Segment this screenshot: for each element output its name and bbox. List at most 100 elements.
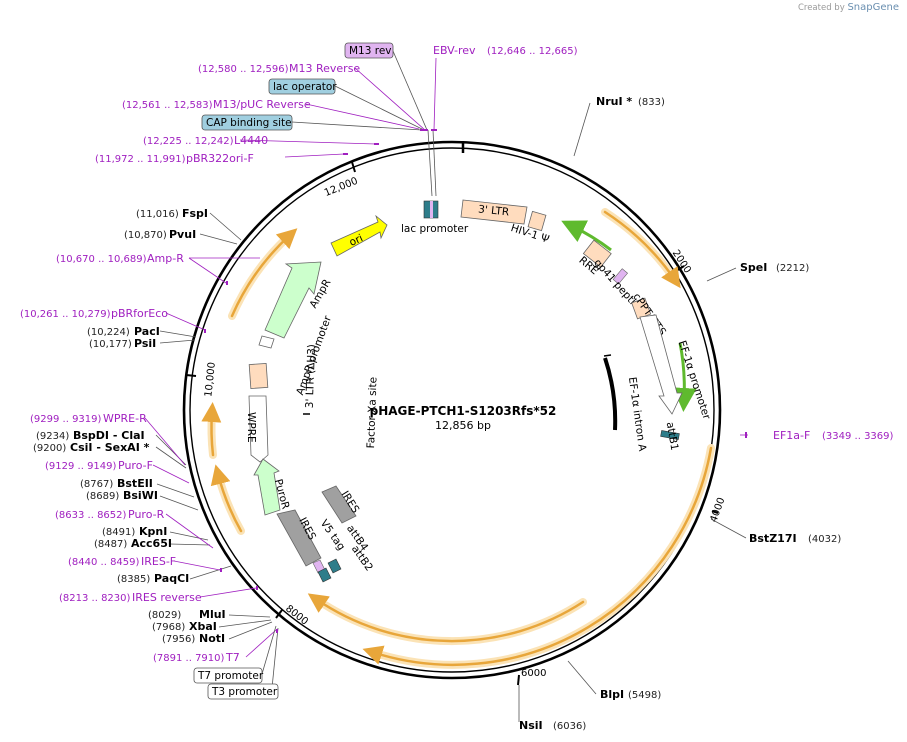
feature-ires-left: IRES <box>276 509 322 567</box>
svg-text:(7956): (7956) <box>162 634 195 645</box>
svg-text:(8029): (8029) <box>148 610 181 621</box>
svg-text:WPRE: WPRE <box>245 412 257 443</box>
site-blpi: BlpI(5498) <box>600 688 661 701</box>
feature-arrows-outer <box>201 208 715 669</box>
svg-text:BstZ17I: BstZ17I <box>749 532 797 545</box>
primer-wpre-r: WPRE-R(9299 .. 9319) <box>30 412 147 425</box>
svg-text:(11,972 .. 11,991): (11,972 .. 11,991) <box>95 154 186 165</box>
feature-v5-attb: V5 tag attB4 attB2 <box>312 518 375 583</box>
svg-text:T3 promoter: T3 promoter <box>211 686 278 698</box>
leader-lines <box>144 50 748 722</box>
svg-text:PvuI: PvuI <box>169 228 196 241</box>
site-acc65i: Acc65I(8487) <box>94 537 172 550</box>
svg-text:(3349 .. 3369): (3349 .. 3369) <box>822 431 894 442</box>
box-t3-promoter[interactable]: T3 promoter <box>207 683 279 700</box>
site-csii-sexai: CsiI - SexAI * (9200) <box>33 441 150 454</box>
svg-text:(12,561 .. 12,583): (12,561 .. 12,583) <box>122 100 213 111</box>
feature-attb1: attB1 <box>660 421 681 451</box>
svg-text:8000: 8000 <box>283 603 310 627</box>
svg-text:(10,261 .. 10,279): (10,261 .. 10,279) <box>20 309 111 320</box>
svg-text:(9299 .. 9319): (9299 .. 9319) <box>30 414 102 425</box>
svg-text:(9200): (9200) <box>33 443 66 454</box>
svg-text:(12,580 .. 12,596): (12,580 .. 12,596) <box>198 64 289 75</box>
svg-text:lac operator: lac operator <box>273 81 337 93</box>
svg-text:Puro-R: Puro-R <box>128 508 165 521</box>
svg-text:PacI: PacI <box>134 325 160 338</box>
svg-text:XbaI: XbaI <box>189 620 217 633</box>
svg-text:pBRforEco: pBRforEco <box>111 307 168 320</box>
site-bstz17i: BstZ17I (4032) <box>749 532 841 545</box>
primer-markers <box>204 129 747 633</box>
svg-text:MluI: MluI <box>199 608 226 621</box>
primer-amp-r: Amp-R(10,670 .. 10,689) <box>56 252 184 265</box>
svg-text:(7968): (7968) <box>152 622 185 633</box>
primer-pbrforeco: pBRforEco(10,261 .. 10,279) <box>20 307 168 320</box>
svg-text:(7891 .. 7910): (7891 .. 7910) <box>153 653 225 664</box>
primer-t7: T7(7891 .. 7910) <box>153 651 240 664</box>
site-noti: NotI(7956) <box>162 632 225 645</box>
svg-text:(8767): (8767) <box>80 479 113 490</box>
svg-text:M13 rev: M13 rev <box>349 45 392 57</box>
snapgene-logo-text: SnapGene <box>847 2 899 13</box>
primer-ebv-rev: EBV-rev(12,646 .. 12,665) <box>433 44 578 57</box>
svg-text:attB1: attB1 <box>664 421 681 451</box>
svg-text:(8385): (8385) <box>117 574 150 585</box>
site-fspi: FspI(11,016) <box>136 207 208 220</box>
svg-text:(11,016): (11,016) <box>136 209 179 220</box>
svg-text:(9129 .. 9149): (9129 .. 9149) <box>45 461 117 472</box>
svg-text:(10,670 .. 10,689): (10,670 .. 10,689) <box>56 254 147 265</box>
svg-text:attB2: attB2 <box>349 543 375 573</box>
feature-puror: PuroR <box>253 458 291 516</box>
svg-text:(4032): (4032) <box>808 534 841 545</box>
backbone-inner <box>189 147 715 673</box>
feature-ltr5: 3' LTR <box>460 199 528 225</box>
svg-text:CAP binding site: CAP binding site <box>206 117 292 129</box>
site-psii: PsiI(10,177) <box>89 337 156 350</box>
feature-ltr3-left: 3' LTR (ΔU3) <box>248 344 318 408</box>
tick-4000: 4000 <box>708 496 727 524</box>
svg-text:(8213 .. 8230): (8213 .. 8230) <box>59 593 131 604</box>
site-pvui: PvuI(10,870) <box>124 228 196 241</box>
svg-text:3' LTR (ΔU3): 3' LTR (ΔU3) <box>304 344 318 408</box>
green-arrows <box>561 220 697 412</box>
site-bsteii: BstEII (8767) <box>80 477 153 490</box>
primer-ires-f: IRES-F(8440 .. 8459) <box>68 555 176 568</box>
svg-text:(8440 .. 8459): (8440 .. 8459) <box>68 557 140 568</box>
site-labels[interactable]: NruI *(833) SpeI(2212) BstZ17I(4032) Blp… <box>33 95 841 732</box>
svg-text:PsiI: PsiI <box>134 337 156 350</box>
svg-text:IRES reverse: IRES reverse <box>132 591 202 604</box>
svg-text:(8487): (8487) <box>94 539 127 550</box>
watermark: Created by SnapGene <box>798 2 899 13</box>
svg-text:6000: 6000 <box>521 668 546 679</box>
primer-puro-f: Puro-F(9129 .. 9149) <box>45 459 153 472</box>
svg-text:Factor Xa site: Factor Xa site <box>365 377 379 449</box>
box-cap-binding-site[interactable]: CAP binding site <box>201 114 293 131</box>
site-bspdi-clai: BspDI - ClaI(9234) <box>36 429 145 442</box>
svg-text:pBR322ori-F: pBR322ori-F <box>186 152 254 165</box>
primer-labels[interactable]: EBV-rev(12,646 .. 12,665) M13 Reverse(12… <box>20 44 894 664</box>
box-lac-operator[interactable]: lac operator <box>268 78 337 95</box>
svg-text:IRES-F: IRES-F <box>141 555 176 568</box>
svg-text:KpnI: KpnI <box>139 525 167 538</box>
primer-l4440: L4440(12,225 .. 12,242) <box>143 134 268 147</box>
svg-text:CsiI - SexAI *: CsiI - SexAI * <box>70 441 150 454</box>
primer-m13-puc-reverse: M13/pUC Reverse(12,561 .. 12,583) <box>122 98 311 111</box>
site-xbai: XbaI (7968) <box>152 620 217 633</box>
svg-text:(12,646 .. 12,665): (12,646 .. 12,665) <box>487 46 578 57</box>
svg-text:L4440: L4440 <box>234 134 268 147</box>
svg-text:10,000: 10,000 <box>203 362 218 398</box>
site-nsii: NsiI(6036) <box>519 719 586 732</box>
svg-text:ori: ori <box>347 232 364 249</box>
box-m13-rev[interactable]: M13 rev <box>344 42 394 59</box>
primer-puro-r: Puro-R(8633 .. 8652) <box>55 508 165 521</box>
backbone-outer <box>182 140 722 680</box>
plasmid-name: pHAGE-PTCH1-S1203Rfs*52 <box>370 404 557 418</box>
svg-text:(2212): (2212) <box>776 263 809 274</box>
feature-ef1a-intron: EF-1α intron A <box>603 354 648 453</box>
svg-text:FspI: FspI <box>182 207 208 220</box>
box-t7-promoter[interactable]: T7 promoter <box>193 667 264 684</box>
svg-text:BstEII: BstEII <box>117 477 153 490</box>
tick-6000: 6000 <box>517 668 546 686</box>
site-spei: SpeI(2212) <box>740 261 809 274</box>
svg-text:BlpI: BlpI <box>600 688 624 701</box>
